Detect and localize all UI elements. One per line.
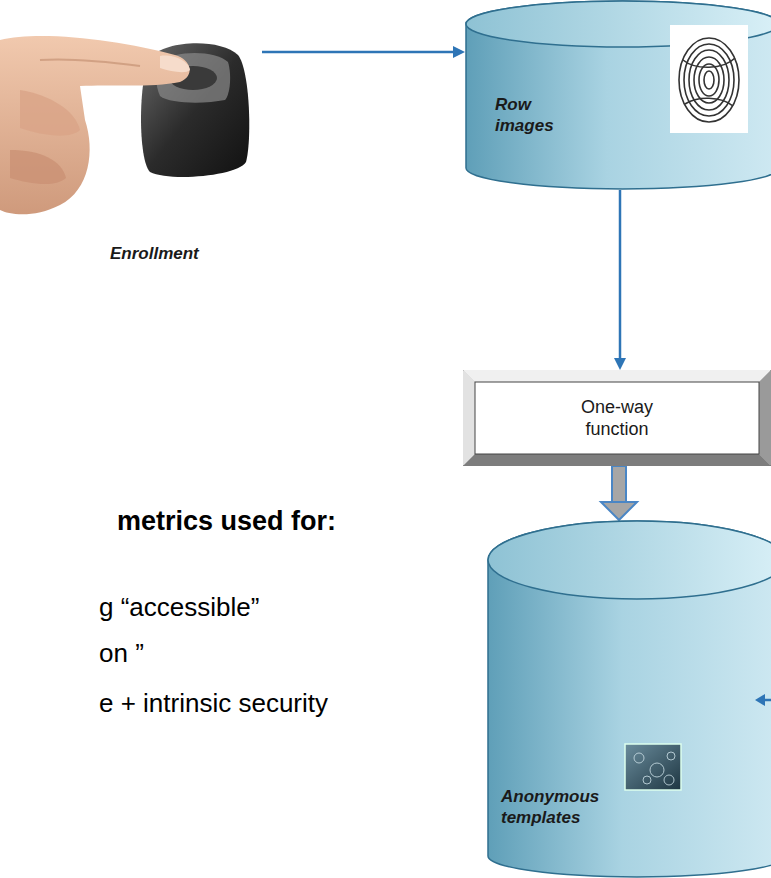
fingerprint-icon [670, 25, 748, 133]
enrollment-figure: Enrollment [0, 0, 262, 278]
flow-arrow [262, 46, 465, 58]
process-box: One-way function [463, 370, 771, 466]
figure-caption: Enrollment [110, 244, 250, 264]
hand [0, 36, 190, 214]
process-box-outline [463, 370, 771, 466]
block-arrow [601, 466, 637, 520]
flow-arrow [614, 190, 626, 370]
database-cylinder: Row images [465, 0, 771, 190]
bullet-text: on ” [99, 638, 144, 669]
process-label: One-way function [557, 396, 677, 441]
template-icon [625, 744, 681, 790]
database-cylinder: Anonymous templates [487, 520, 771, 878]
database-label: Anonymous templates [501, 786, 621, 829]
bullet-text: g “accessible” [99, 592, 259, 623]
bullet-text: e + intrinsic security [99, 688, 328, 719]
heading-text: metrics used for: [117, 506, 336, 537]
database-label: Row images [495, 94, 590, 137]
